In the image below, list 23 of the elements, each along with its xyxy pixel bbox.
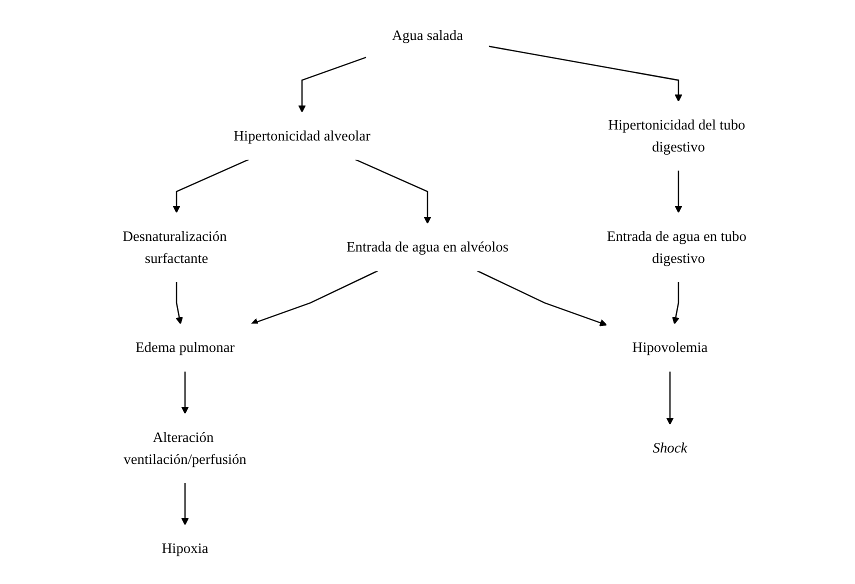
arrow <box>298 56 367 113</box>
arrow <box>666 371 674 425</box>
arrow <box>250 270 378 326</box>
node-text: Hipovolemia <box>632 339 708 356</box>
arrow <box>674 170 682 214</box>
node-text: Desnaturalización surfactante <box>122 228 227 266</box>
node-text: Hipoxia <box>162 540 208 556</box>
node-text: Entrada de agua en tubo digestivo <box>606 228 746 266</box>
arrow <box>354 158 432 224</box>
arrow <box>181 482 189 526</box>
node-text: Edema pulmonar <box>135 339 235 356</box>
arrow <box>476 270 608 326</box>
arrow <box>176 282 183 324</box>
node-text: Agua salada <box>392 27 464 44</box>
arrow <box>181 371 189 414</box>
node-text: Alteración ventilación/perfusión <box>124 429 246 467</box>
arrow <box>672 282 680 324</box>
node-text: Shock <box>652 440 688 456</box>
node-text: Hipertonicidad del tubo digestivo <box>608 116 746 155</box>
node-text: Hipertonicidad alveolar <box>234 128 370 144</box>
arrow <box>172 158 250 214</box>
node-text: Entrada de agua en alvéolos <box>346 238 509 256</box>
arrow <box>488 46 682 102</box>
